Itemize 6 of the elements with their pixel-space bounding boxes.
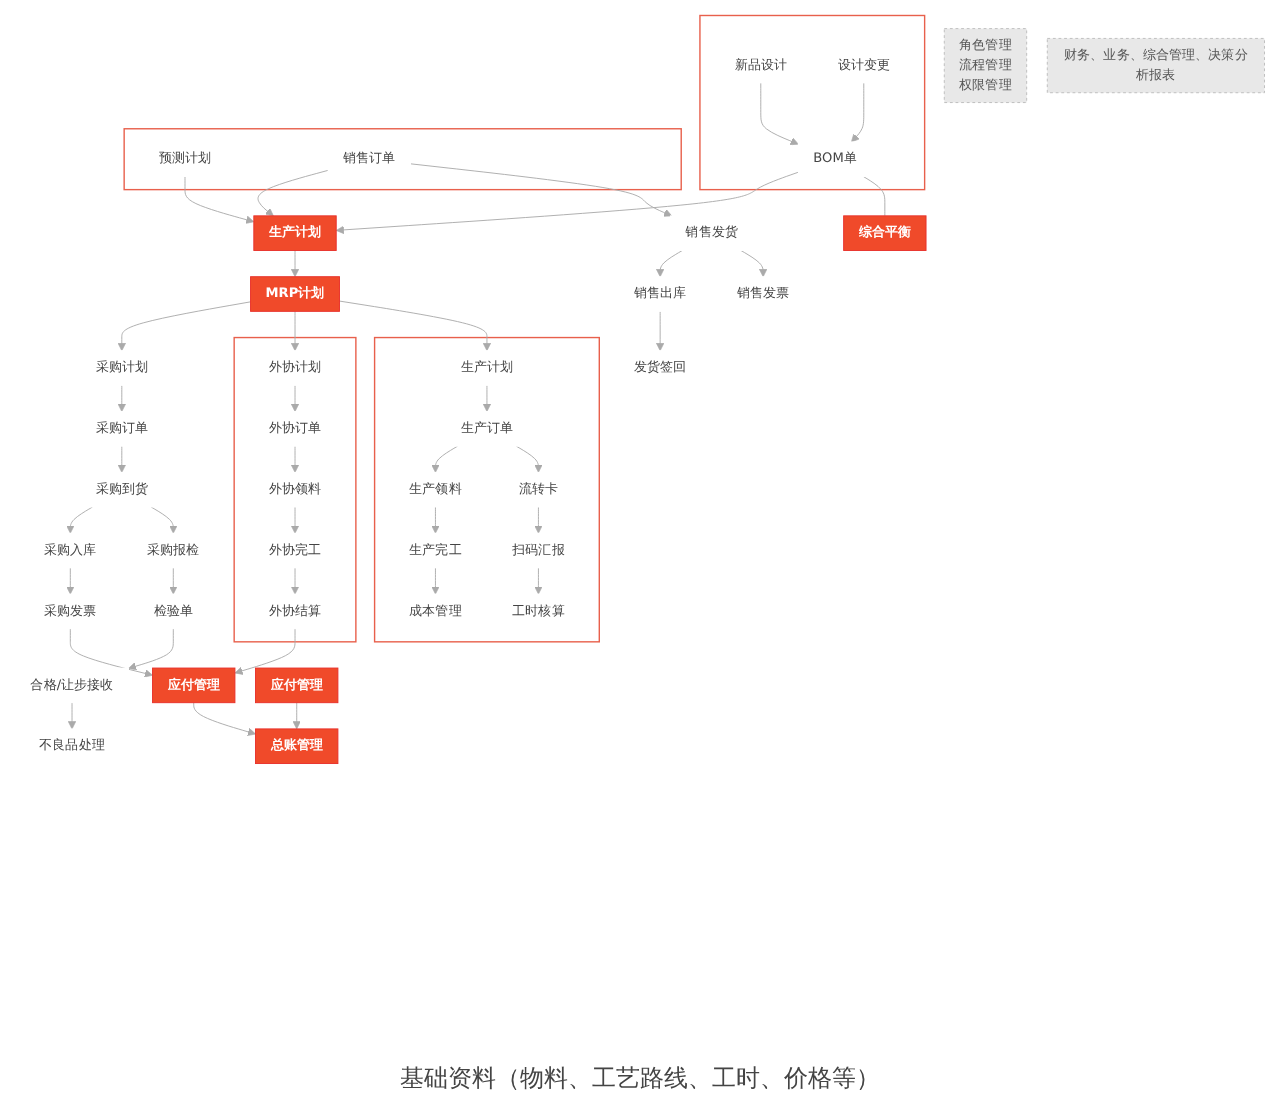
cluster xyxy=(233,336,357,643)
cluster xyxy=(373,336,600,643)
connector xyxy=(862,176,886,217)
note-text: 基础资料（物料、工艺路线、工时、价格等） xyxy=(398,1062,882,1096)
cluster xyxy=(123,128,682,191)
cluster xyxy=(699,14,926,191)
